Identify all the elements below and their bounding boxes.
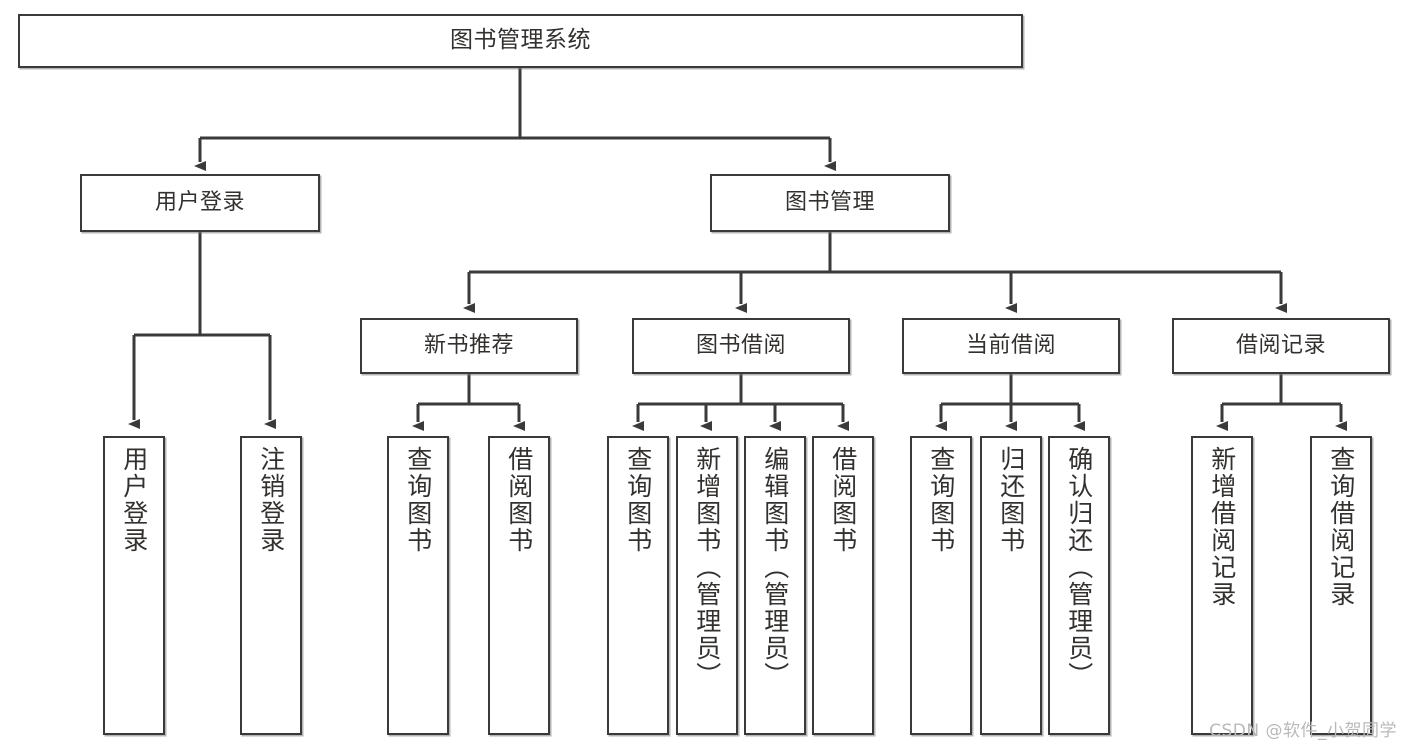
node-leaf-query-book-current[interactable]: 查询图书	[910, 436, 972, 735]
node-label: 图书借阅	[695, 333, 786, 359]
node-leaf-add-borrow-record[interactable]: 新增借阅记录	[1191, 436, 1253, 735]
node-label: 借阅图书	[828, 446, 858, 554]
node-label: 查询借阅记录	[1326, 446, 1356, 608]
node-leaf-user-login[interactable]: 用户登录	[103, 436, 165, 735]
csdn-watermark: CSDN @软件_小贺同学	[1209, 721, 1397, 741]
node-leaf-query-book-newbook[interactable]: 查询图书	[387, 436, 449, 735]
node-label: 新增图书（管理员）	[692, 446, 722, 689]
node-current-borrow[interactable]: 当前借阅	[902, 318, 1120, 374]
node-label: 编辑图书（管理员）	[760, 446, 790, 689]
node-label: 用户登录	[154, 190, 245, 216]
node-leaf-borrow-book-newbook[interactable]: 借阅图书	[488, 436, 550, 735]
node-leaf-confirm-return-admin[interactable]: 确认归还（管理员）	[1048, 436, 1110, 735]
node-leaf-edit-book-admin[interactable]: 编辑图书（管理员）	[744, 436, 806, 735]
node-label: 新增借阅记录	[1207, 446, 1237, 608]
node-leaf-query-borrow-record[interactable]: 查询借阅记录	[1310, 436, 1372, 735]
node-label: 查询图书	[623, 446, 653, 554]
node-leaf-user-logout[interactable]: 注销登录	[240, 436, 302, 735]
node-label: 查询图书	[926, 446, 956, 554]
node-label: 用户登录	[119, 446, 149, 554]
node-label: 注销登录	[256, 446, 286, 554]
node-leaf-return-book[interactable]: 归还图书	[980, 436, 1042, 735]
node-leaf-add-book-admin[interactable]: 新增图书（管理员）	[676, 436, 738, 735]
node-label: 新书推荐	[423, 333, 514, 359]
node-leaf-borrow-book-borrow[interactable]: 借阅图书	[812, 436, 874, 735]
node-borrow-records[interactable]: 借阅记录	[1172, 318, 1390, 374]
node-label: 图书管理	[784, 190, 875, 216]
node-label: 借阅图书	[504, 446, 534, 554]
node-label: 归还图书	[996, 446, 1026, 554]
node-label: 图书管理系统	[450, 27, 591, 54]
node-user-login[interactable]: 用户登录	[80, 174, 320, 232]
node-leaf-query-book-borrow[interactable]: 查询图书	[607, 436, 669, 735]
node-book-borrow[interactable]: 图书借阅	[632, 318, 850, 374]
node-label: 查询图书	[403, 446, 433, 554]
node-label: 当前借阅	[965, 333, 1056, 359]
node-book-management[interactable]: 图书管理	[710, 174, 950, 232]
node-new-book-recommend[interactable]: 新书推荐	[360, 318, 578, 374]
node-label: 确认归还（管理员）	[1064, 446, 1094, 689]
node-label: 借阅记录	[1235, 333, 1326, 359]
node-root-system[interactable]: 图书管理系统	[18, 14, 1023, 68]
